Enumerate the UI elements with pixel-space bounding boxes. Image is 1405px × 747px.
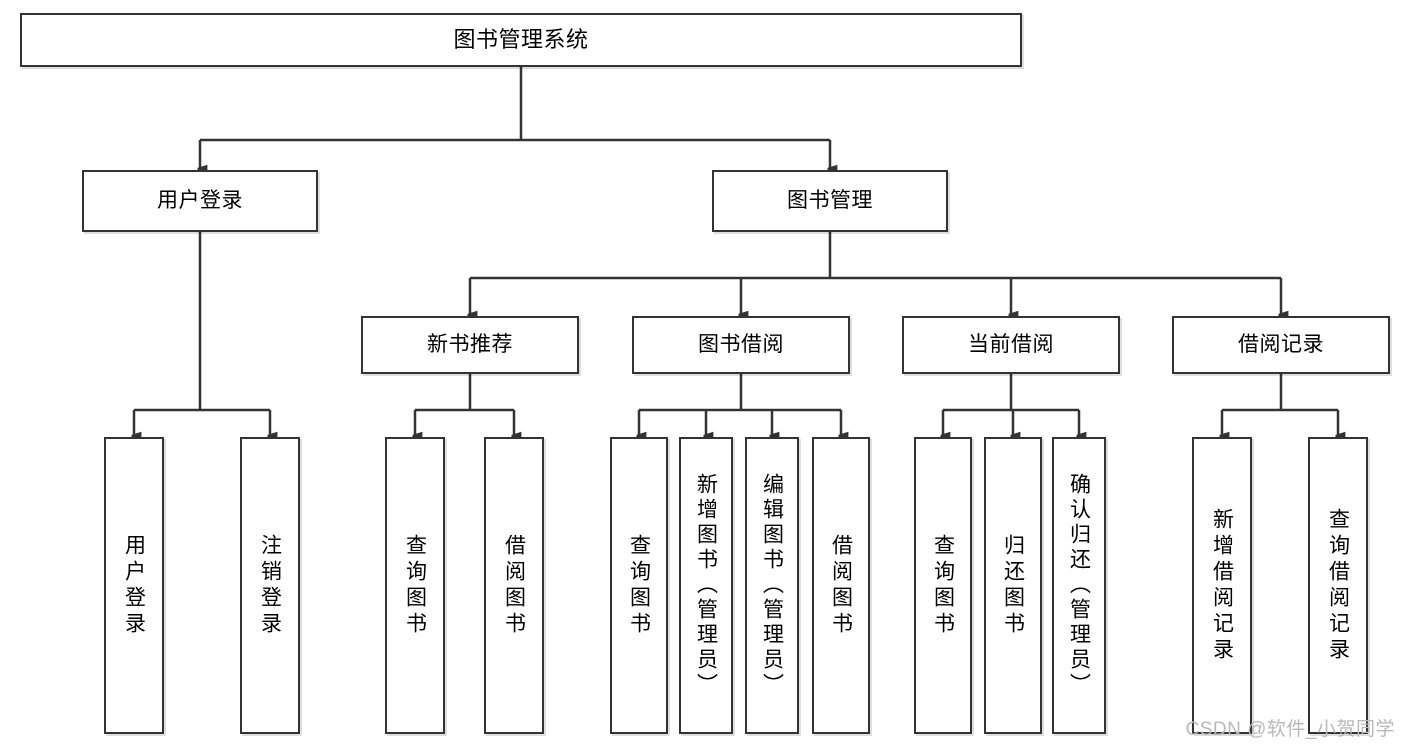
node-leaf_query_record[interactable]: 查询借阅记录 xyxy=(1308,437,1368,734)
node-label: 用户登录 xyxy=(157,188,243,212)
node-borrow_record[interactable]: 借阅记录 xyxy=(1172,316,1390,374)
node-label: 当前借阅 xyxy=(968,332,1054,356)
node-label: 图书管理 xyxy=(787,188,873,212)
node-label: 图书管理系统 xyxy=(453,26,589,52)
node-leaf_query_book_3[interactable]: 查询图书 xyxy=(914,437,972,734)
node-label: 图书借阅 xyxy=(698,332,784,356)
node-label: 归还图书 xyxy=(1001,533,1025,638)
node-root[interactable]: 图书管理系统 xyxy=(20,13,1022,67)
node-label: 编辑图书（管理员） xyxy=(760,473,784,698)
node-leaf_return_book[interactable]: 归还图书 xyxy=(984,437,1042,734)
node-leaf_borrow_book_2[interactable]: 借阅图书 xyxy=(812,437,870,734)
node-new_book_rec[interactable]: 新书推荐 xyxy=(361,316,579,374)
node-label: 查询图书 xyxy=(403,533,427,638)
node-label: 借阅记录 xyxy=(1238,332,1324,356)
node-label: 注销登录 xyxy=(258,533,282,638)
node-leaf_add_record[interactable]: 新增借阅记录 xyxy=(1192,437,1252,734)
node-leaf_query_book_1[interactable]: 查询图书 xyxy=(385,437,445,734)
node-label: 新书推荐 xyxy=(427,332,513,356)
node-leaf_user_login[interactable]: 用户登录 xyxy=(104,437,164,734)
node-leaf_confirm_ret[interactable]: 确认归还（管理员） xyxy=(1052,437,1106,734)
edge-paths xyxy=(134,67,1338,436)
node-current_borrow[interactable]: 当前借阅 xyxy=(902,316,1120,374)
node-label: 确认归还（管理员） xyxy=(1067,473,1091,698)
node-label: 查询图书 xyxy=(627,533,651,638)
node-label: 新增借阅记录 xyxy=(1210,507,1234,664)
node-book_manage[interactable]: 图书管理 xyxy=(712,170,948,232)
node-user_login[interactable]: 用户登录 xyxy=(82,170,318,232)
node-leaf_edit_book[interactable]: 编辑图书（管理员） xyxy=(745,437,799,734)
node-leaf_borrow_book_1[interactable]: 借阅图书 xyxy=(484,437,544,734)
node-label: 借阅图书 xyxy=(829,533,853,638)
node-label: 查询图书 xyxy=(931,533,955,638)
node-leaf_query_book_2[interactable]: 查询图书 xyxy=(610,437,668,734)
node-label: 借阅图书 xyxy=(502,533,526,638)
node-leaf_user_logout[interactable]: 注销登录 xyxy=(240,437,300,734)
node-label: 用户登录 xyxy=(122,533,146,638)
node-leaf_add_book[interactable]: 新增图书（管理员） xyxy=(679,437,733,734)
node-label: 新增图书（管理员） xyxy=(694,473,718,698)
node-book_borrow[interactable]: 图书借阅 xyxy=(632,316,850,374)
watermark-label: CSDN @软件_小贺同学 xyxy=(1185,719,1395,740)
node-label: 查询借阅记录 xyxy=(1326,507,1350,664)
